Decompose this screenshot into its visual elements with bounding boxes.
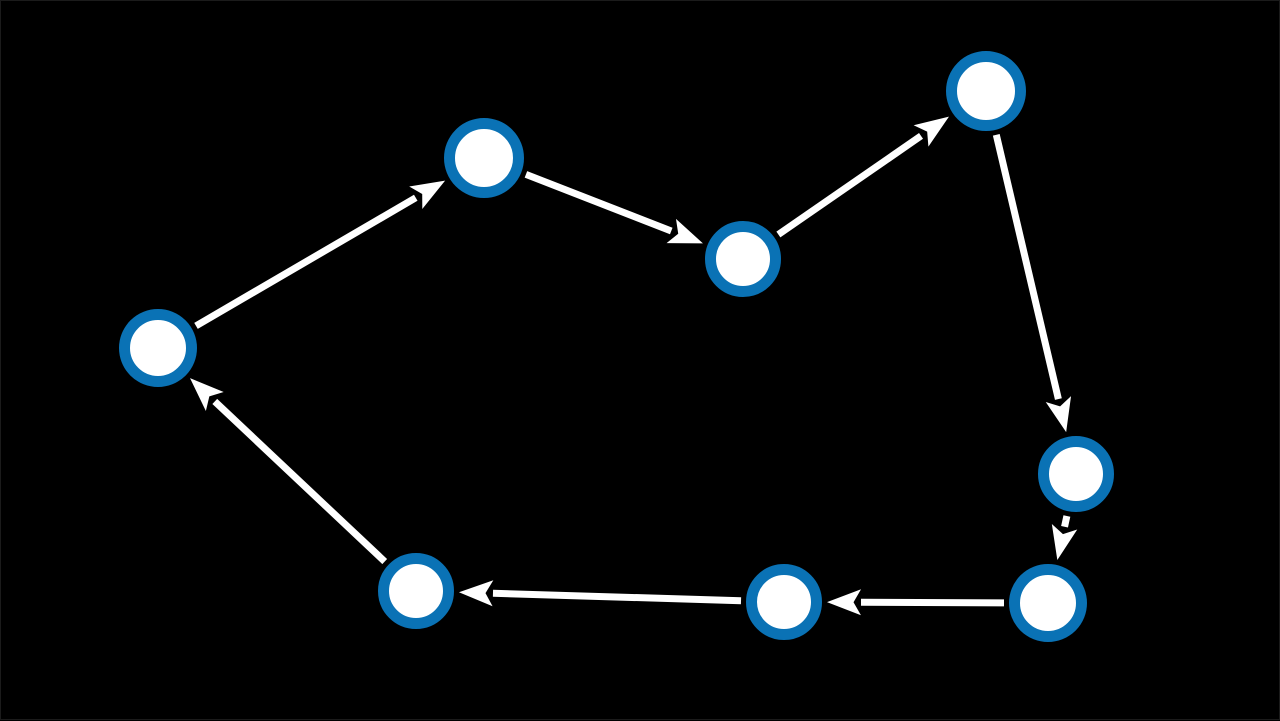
edge-line bbox=[524, 171, 673, 235]
edge-e7 bbox=[458, 580, 742, 607]
edge-layer bbox=[190, 116, 1078, 616]
node-circle[interactable] bbox=[444, 118, 524, 198]
edge-arrowhead-icon bbox=[1051, 524, 1078, 560]
node-n7[interactable] bbox=[746, 564, 822, 640]
node-n5[interactable] bbox=[1038, 436, 1114, 512]
node-layer bbox=[119, 51, 1114, 642]
edge-line bbox=[1061, 515, 1071, 528]
edge-arrowhead-icon bbox=[1045, 396, 1072, 433]
edge-arrowhead-icon bbox=[913, 116, 949, 147]
node-circle[interactable] bbox=[746, 564, 822, 640]
node-circle[interactable] bbox=[119, 309, 197, 387]
node-circle[interactable] bbox=[705, 221, 781, 297]
edge-e4 bbox=[992, 134, 1072, 433]
node-n3[interactable] bbox=[705, 221, 781, 297]
edge-e5 bbox=[1051, 515, 1078, 560]
node-circle[interactable] bbox=[946, 51, 1026, 131]
edge-e3 bbox=[776, 116, 949, 238]
node-circle[interactable] bbox=[378, 553, 454, 629]
edge-e1 bbox=[194, 180, 446, 329]
node-circle[interactable] bbox=[1009, 564, 1087, 642]
node-n6[interactable] bbox=[1009, 564, 1087, 642]
edge-line bbox=[860, 598, 1005, 607]
edge-e2 bbox=[524, 171, 703, 244]
edge-arrowhead-icon bbox=[827, 589, 862, 616]
edge-arrowhead-icon bbox=[190, 378, 224, 411]
edge-arrowhead-icon bbox=[666, 218, 703, 244]
node-n1[interactable] bbox=[119, 309, 197, 387]
edge-line bbox=[992, 134, 1062, 400]
node-n4[interactable] bbox=[946, 51, 1026, 131]
edge-line bbox=[492, 589, 742, 605]
edge-arrowhead-icon bbox=[458, 580, 494, 607]
node-n2[interactable] bbox=[444, 118, 524, 198]
edge-line bbox=[194, 194, 418, 329]
edge-e6 bbox=[827, 589, 1005, 616]
edge-arrowhead-icon bbox=[409, 180, 446, 210]
node-circle[interactable] bbox=[1038, 436, 1114, 512]
edge-e8 bbox=[190, 378, 388, 565]
node-n8[interactable] bbox=[378, 553, 454, 629]
edge-line bbox=[212, 398, 388, 565]
edge-line bbox=[776, 133, 924, 238]
